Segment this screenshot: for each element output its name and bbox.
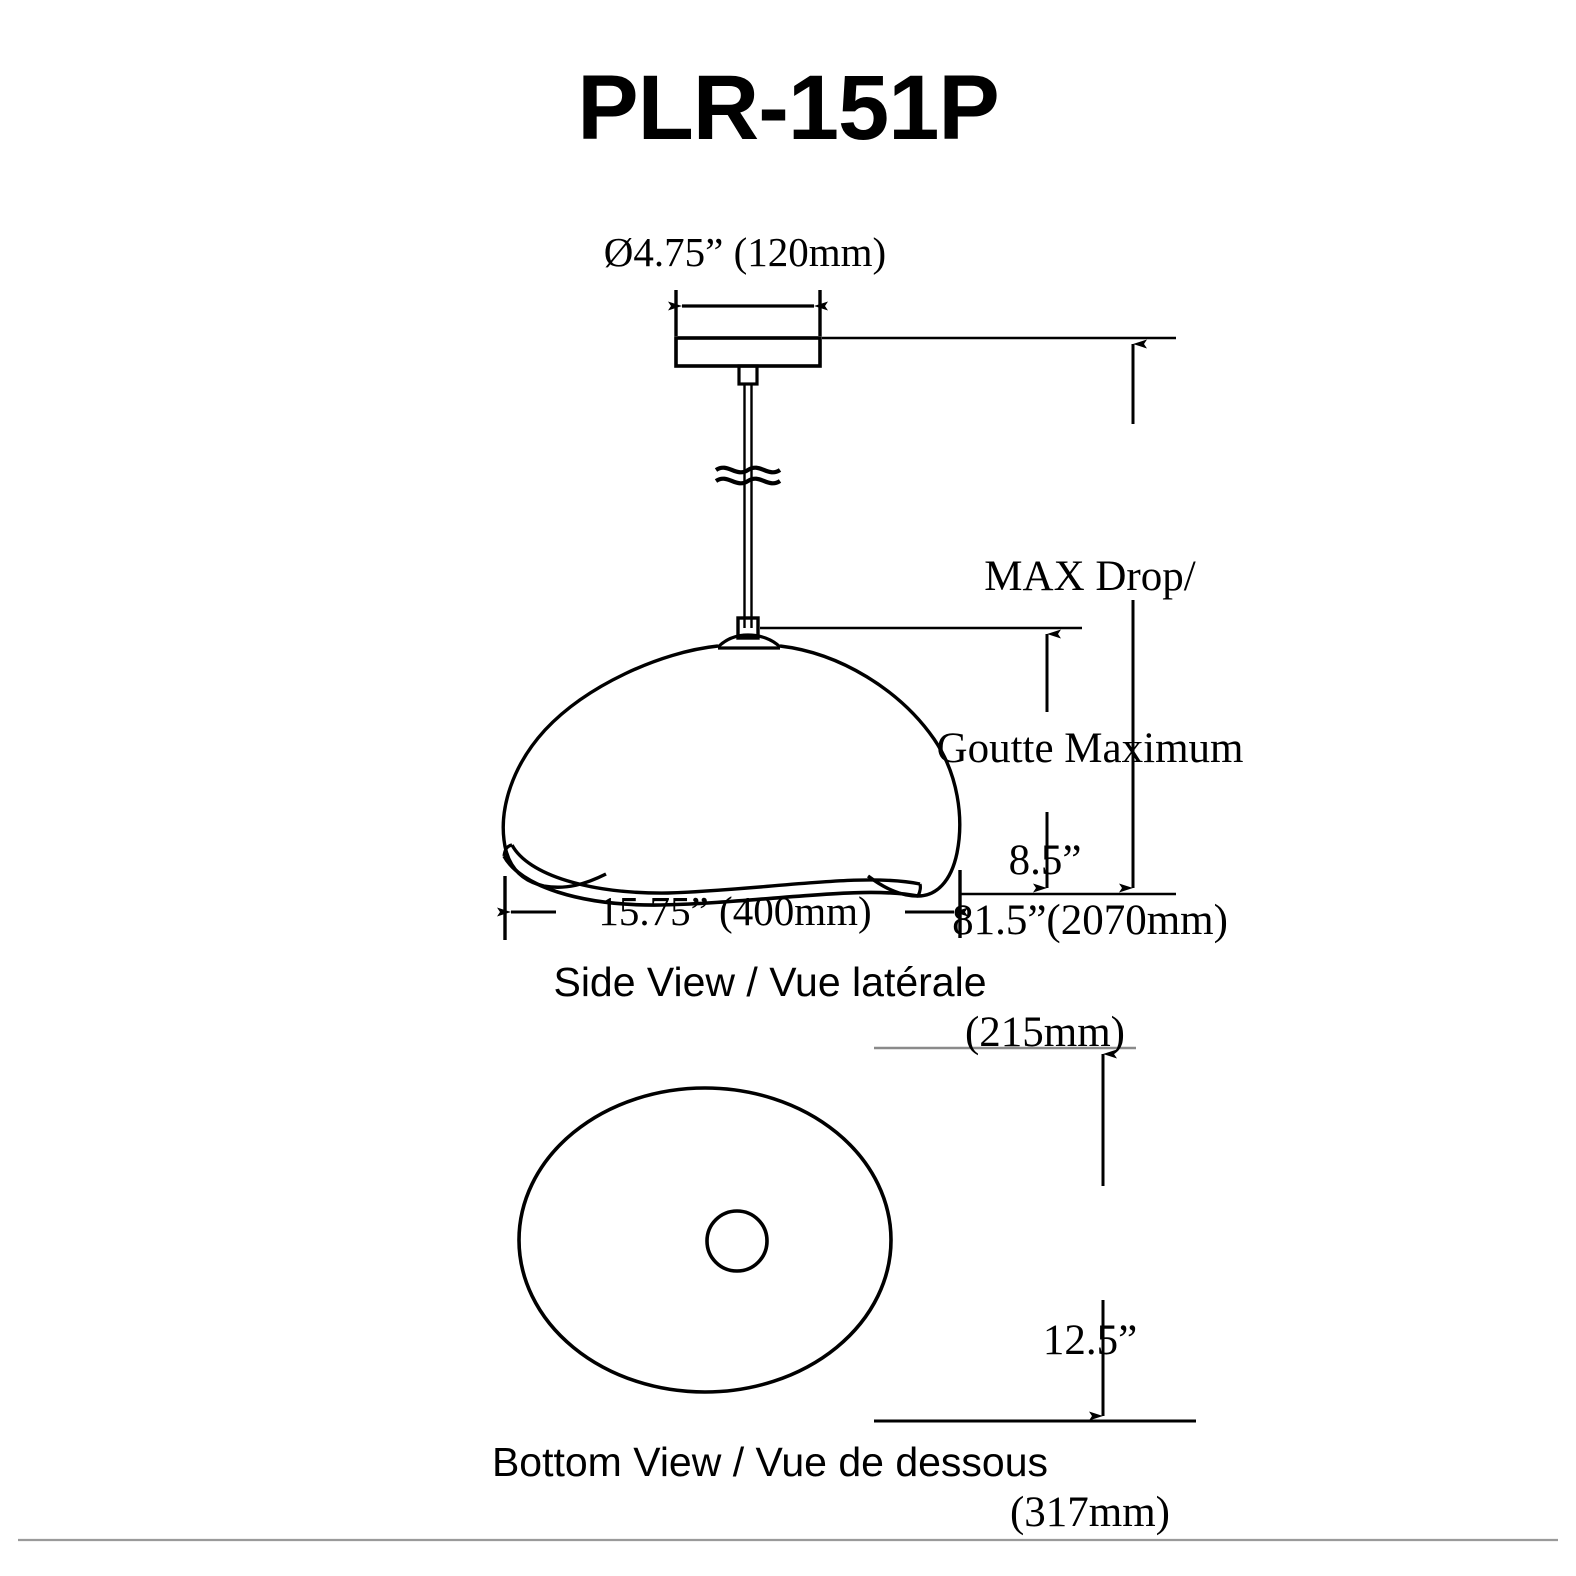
max-drop-line-1: MAX Drop/ bbox=[984, 553, 1196, 601]
bottom-view-outline bbox=[517, 1086, 893, 1394]
shade-height-line-1: 8.5” bbox=[1008, 837, 1082, 885]
max-drop-line-2: Goutte Maximum bbox=[936, 724, 1244, 772]
side-view-caption: Side View / Vue latérale bbox=[553, 959, 987, 1005]
bottom-diameter-line-1: 12.5” bbox=[1042, 1317, 1138, 1365]
bottom-diameter-line-2: (317mm) bbox=[1009, 1488, 1171, 1536]
max-drop-label: MAX Drop/ Goutte Maximum 81.5”(2070mm) bbox=[880, 434, 1300, 1063]
bottom-view-caption: Bottom View / Vue de dessous bbox=[491, 1439, 1049, 1485]
shade-height-line-2: (215mm) bbox=[964, 1008, 1126, 1056]
shade-height-label: 8.5” (215mm) bbox=[935, 718, 1155, 1176]
page-title: PLR-151P bbox=[577, 57, 1000, 159]
pendant-shade-outline bbox=[501, 633, 962, 907]
bottom-diameter-label: 12.5” (317mm) bbox=[975, 1198, 1205, 1576]
shade-width-label: 15.75” (400mm) bbox=[598, 888, 872, 934]
max-drop-line-3: 81.5”(2070mm) bbox=[952, 896, 1228, 944]
canopy-diameter-label: Ø4.75” (120mm) bbox=[603, 229, 887, 275]
shade-width-dimension bbox=[497, 870, 968, 940]
canopy-diameter-dimension bbox=[668, 290, 828, 336]
